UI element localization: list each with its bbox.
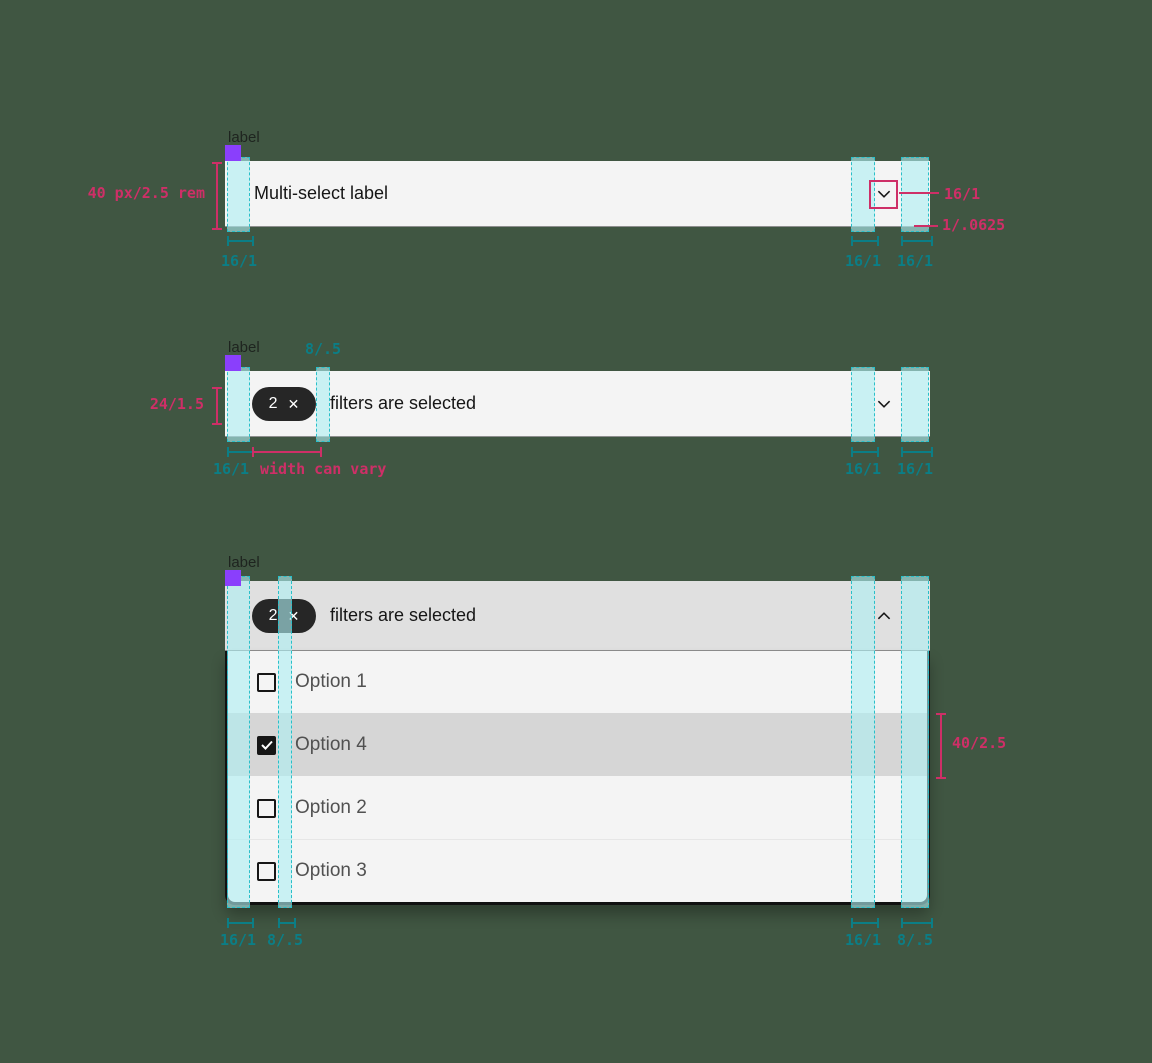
tag-width-label: width can vary	[260, 460, 387, 478]
checkbox[interactable]	[257, 861, 276, 881]
option-row[interactable]: Option 2	[228, 776, 927, 839]
border-measure-line	[914, 225, 938, 227]
chevron-size-box	[869, 180, 898, 209]
pad-left-label: 16/1	[220, 252, 258, 270]
gap-label: 16/1	[844, 460, 882, 478]
type-token-label: label	[228, 339, 260, 356]
spacing-guide-gap-16	[851, 576, 875, 908]
chevron-size-line	[899, 192, 939, 194]
type-token-swatch	[225, 355, 241, 371]
multiselect-field-open[interactable]: 2 ✕ filters are selected	[225, 581, 930, 651]
multiselect-field-with-tag[interactable]: 2 ✕ filters are selected	[225, 371, 930, 437]
option-label: Option 2	[295, 797, 367, 818]
chevron-down-icon[interactable]	[874, 184, 894, 204]
multiselect-selected-text: filters are selected	[330, 605, 477, 625]
multiselect-label-text: Multi-select label	[254, 183, 389, 203]
tag-close-icon[interactable]: ✕	[287, 608, 300, 624]
gap-label: 16/1	[844, 252, 882, 270]
spacing-guide-left-16	[227, 157, 250, 232]
checkbox[interactable]	[257, 798, 276, 818]
spacing-guide-left-16	[227, 576, 250, 908]
spacing-guide-left-16	[227, 367, 250, 442]
gap-label: 16/1	[844, 931, 882, 949]
pad-right-label: 16/1	[896, 252, 934, 270]
pad-left-bracket	[227, 447, 254, 457]
gap-bracket	[851, 447, 879, 457]
spacing-guide-right-8	[901, 576, 929, 908]
tag-width-bracket	[252, 447, 322, 457]
height-measure-label: 40 px/2.5 rem	[87, 184, 205, 202]
gap-bracket	[851, 918, 879, 928]
spacing-guide-checkbox-8	[278, 576, 292, 908]
checkbox[interactable]	[257, 735, 276, 755]
gap-bracket	[851, 236, 879, 246]
pad-left-label: 16/1	[219, 931, 257, 949]
tag-close-icon[interactable]: ✕	[287, 396, 300, 412]
multiselect-menu: Option 1 Option 4 Option 2 Option 3	[225, 651, 930, 905]
spacing-guide-gap-16	[851, 367, 875, 442]
pad-right-bracket	[901, 447, 933, 457]
checkbox-gap-bracket	[278, 918, 296, 928]
tag-height-label: 24/1.5	[149, 395, 204, 413]
row-height-label: 40/2.5	[952, 734, 1007, 752]
option-row[interactable]: Option 4	[228, 713, 927, 776]
pad-left-label: 16/1	[212, 460, 250, 478]
border-measure-label: 1/.0625	[942, 216, 1006, 234]
option-label: Option 1	[295, 671, 367, 692]
filter-count-tag[interactable]: 2 ✕	[252, 387, 316, 421]
pad-right-bracket	[901, 918, 933, 928]
spacing-guide-tag-8	[316, 367, 330, 442]
tag-gap-label: 8/.5	[304, 340, 342, 358]
checkmark-icon	[260, 740, 273, 750]
option-row[interactable]: Option 1	[228, 651, 927, 713]
pad-left-bracket	[227, 918, 254, 928]
pad-left-bracket	[227, 236, 254, 246]
option-label: Option 4	[295, 734, 367, 755]
spacing-guide-right-16	[901, 367, 929, 442]
type-token-label: label	[228, 554, 260, 571]
chevron-down-icon[interactable]	[874, 394, 894, 414]
tag-height-bracket	[212, 387, 222, 425]
tag-count: 2	[268, 607, 278, 624]
chevron-size-label: 16/1	[944, 185, 981, 203]
chevron-up-icon[interactable]	[874, 606, 894, 626]
option-row[interactable]: Option 3	[228, 839, 927, 902]
pad-right-bracket	[901, 236, 933, 246]
pad-right-label: 8/.5	[896, 931, 934, 949]
spacing-guide-right-16	[901, 157, 929, 232]
row-height-bracket	[936, 713, 946, 779]
pad-right-label: 16/1	[896, 460, 934, 478]
option-label: Option 3	[295, 860, 367, 881]
height-measure-bracket	[212, 162, 222, 230]
multiselect-field-closed[interactable]: Multi-select label	[225, 161, 930, 227]
type-token-label: label	[228, 129, 260, 146]
checkbox[interactable]	[257, 672, 276, 692]
multiselect-selected-text: filters are selected	[330, 393, 477, 413]
spacing-guide-gap-16	[851, 157, 875, 232]
type-token-swatch	[225, 145, 241, 161]
type-token-swatch	[225, 570, 241, 586]
checkbox-gap-label: 8/.5	[266, 931, 304, 949]
tag-count: 2	[268, 395, 278, 412]
